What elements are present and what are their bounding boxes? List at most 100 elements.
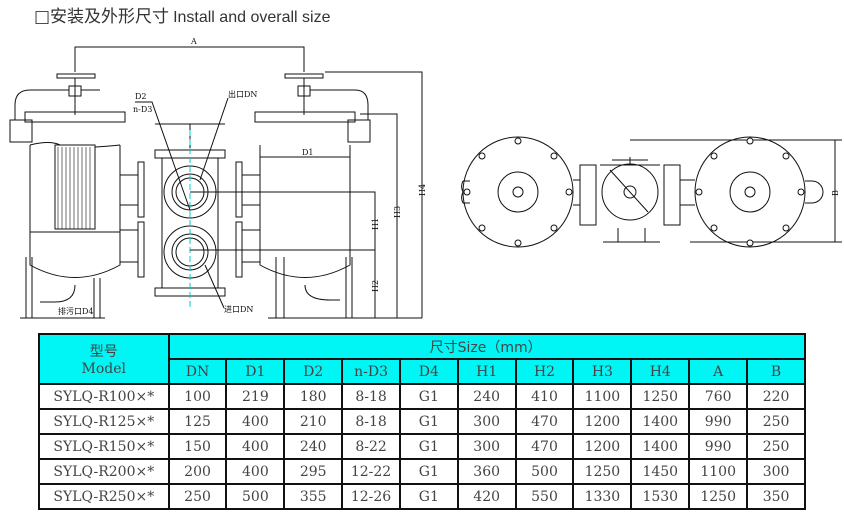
top-view: B bbox=[461, 136, 842, 248]
size-cell: 1530 bbox=[630, 483, 691, 510]
installation-drawing: A D1 D2 n-D3 出口DN 进口DN 排污口D4 H1 H2 H3 H4 bbox=[9, 37, 842, 319]
svg-text:H1: H1 bbox=[371, 218, 380, 230]
size-cell: G1 bbox=[398, 433, 459, 460]
size-cell: 500 bbox=[225, 483, 286, 510]
right-vessel: D1 bbox=[254, 73, 371, 319]
size-cell: 200 bbox=[167, 458, 228, 485]
size-cell: 400 bbox=[225, 458, 286, 485]
size-cell: 300 bbox=[456, 408, 517, 435]
size-cell: 125 bbox=[167, 408, 228, 435]
column-header: D4 bbox=[398, 358, 459, 385]
size-cell: 300 bbox=[456, 433, 517, 460]
size-cell: 250 bbox=[746, 433, 806, 460]
model-cell: SYLQ-R200×* bbox=[38, 458, 170, 485]
column-header: H3 bbox=[572, 358, 633, 385]
size-cell: 1100 bbox=[572, 383, 633, 410]
title-en: Install and overall size bbox=[173, 9, 331, 26]
size-cell: 410 bbox=[514, 383, 575, 410]
size-cell: 219 bbox=[225, 383, 286, 410]
size-cell: 400 bbox=[225, 433, 286, 460]
size-cell: 350 bbox=[746, 483, 806, 510]
size-cell: 470 bbox=[514, 408, 575, 435]
model-cell: SYLQ-R150×* bbox=[38, 433, 170, 460]
label-A: A bbox=[190, 37, 197, 46]
column-header: H1 bbox=[456, 358, 517, 385]
svg-text:H4: H4 bbox=[418, 184, 427, 196]
size-cell: G1 bbox=[398, 383, 459, 410]
size-cell: 150 bbox=[167, 433, 228, 460]
size-cell: 355 bbox=[283, 483, 344, 510]
size-cell: 1100 bbox=[688, 458, 749, 485]
column-header: B bbox=[746, 358, 806, 385]
size-cell: 1400 bbox=[630, 408, 691, 435]
size-cell: 500 bbox=[514, 458, 575, 485]
column-header: D2 bbox=[283, 358, 344, 385]
size-cell: 1250 bbox=[572, 458, 633, 485]
size-cell: 240 bbox=[456, 383, 517, 410]
size-cell: G1 bbox=[398, 408, 459, 435]
size-cell: 12-22 bbox=[341, 458, 401, 485]
svg-text:B: B bbox=[831, 190, 840, 196]
center-valve bbox=[120, 123, 260, 310]
svg-text:H3: H3 bbox=[393, 206, 402, 218]
size-cell: 1400 bbox=[630, 433, 691, 460]
svg-text:进口DN: 进口DN bbox=[224, 305, 253, 314]
model-header-cn: 型号 bbox=[89, 344, 118, 360]
size-cell: 8-18 bbox=[341, 408, 401, 435]
size-cell: 470 bbox=[514, 433, 575, 460]
size-cell: 990 bbox=[688, 433, 749, 460]
size-cell: 8-22 bbox=[341, 433, 401, 460]
size-cell: 1330 bbox=[572, 483, 633, 510]
size-cell: 300 bbox=[746, 458, 806, 485]
model-cell: SYLQ-R100×* bbox=[38, 383, 170, 410]
column-header: DN bbox=[167, 358, 228, 385]
size-cell: 240 bbox=[283, 433, 344, 460]
title-cn: □安装及外形尺寸 bbox=[34, 7, 170, 27]
size-cell: 1250 bbox=[630, 383, 691, 410]
svg-text:H2: H2 bbox=[371, 280, 380, 292]
size-cell: 550 bbox=[514, 483, 575, 510]
size-cell: 180 bbox=[283, 383, 344, 410]
size-cell: 250 bbox=[167, 483, 228, 510]
size-cell: 12-26 bbox=[341, 483, 401, 510]
size-cell: 1450 bbox=[630, 458, 691, 485]
size-cell: 400 bbox=[225, 408, 286, 435]
column-header: n-D3 bbox=[341, 358, 401, 385]
size-cell: 760 bbox=[688, 383, 749, 410]
column-header: A bbox=[688, 358, 749, 385]
svg-text:n-D3: n-D3 bbox=[133, 105, 152, 114]
svg-text:出口DN: 出口DN bbox=[228, 89, 257, 99]
size-cell: 295 bbox=[283, 458, 344, 485]
size-cell: 990 bbox=[688, 408, 749, 435]
size-header: 尺寸Size（mm） bbox=[167, 333, 807, 360]
svg-text:排污口D4: 排污口D4 bbox=[58, 306, 94, 316]
column-header: D1 bbox=[225, 358, 286, 385]
model-header-en: Model bbox=[81, 361, 127, 377]
left-vessel bbox=[9, 73, 126, 319]
size-cell: 100 bbox=[167, 383, 228, 410]
size-cell: 250 bbox=[746, 408, 806, 435]
size-cell: 1200 bbox=[572, 408, 633, 435]
size-cell: G1 bbox=[398, 483, 459, 510]
column-header: H4 bbox=[630, 358, 691, 385]
size-cell: 1250 bbox=[688, 483, 749, 510]
model-cell: SYLQ-R250×* bbox=[38, 483, 170, 510]
svg-text:D1: D1 bbox=[302, 148, 314, 157]
size-cell: 420 bbox=[456, 483, 517, 510]
size-cell: 360 bbox=[456, 458, 517, 485]
column-header: H2 bbox=[514, 358, 575, 385]
svg-text:D2: D2 bbox=[135, 92, 147, 101]
size-cell: G1 bbox=[398, 458, 459, 485]
size-cell: 210 bbox=[283, 408, 344, 435]
model-cell: SYLQ-R125×* bbox=[38, 408, 170, 435]
size-cell: 8-18 bbox=[341, 383, 401, 410]
size-cell: 1200 bbox=[572, 433, 633, 460]
